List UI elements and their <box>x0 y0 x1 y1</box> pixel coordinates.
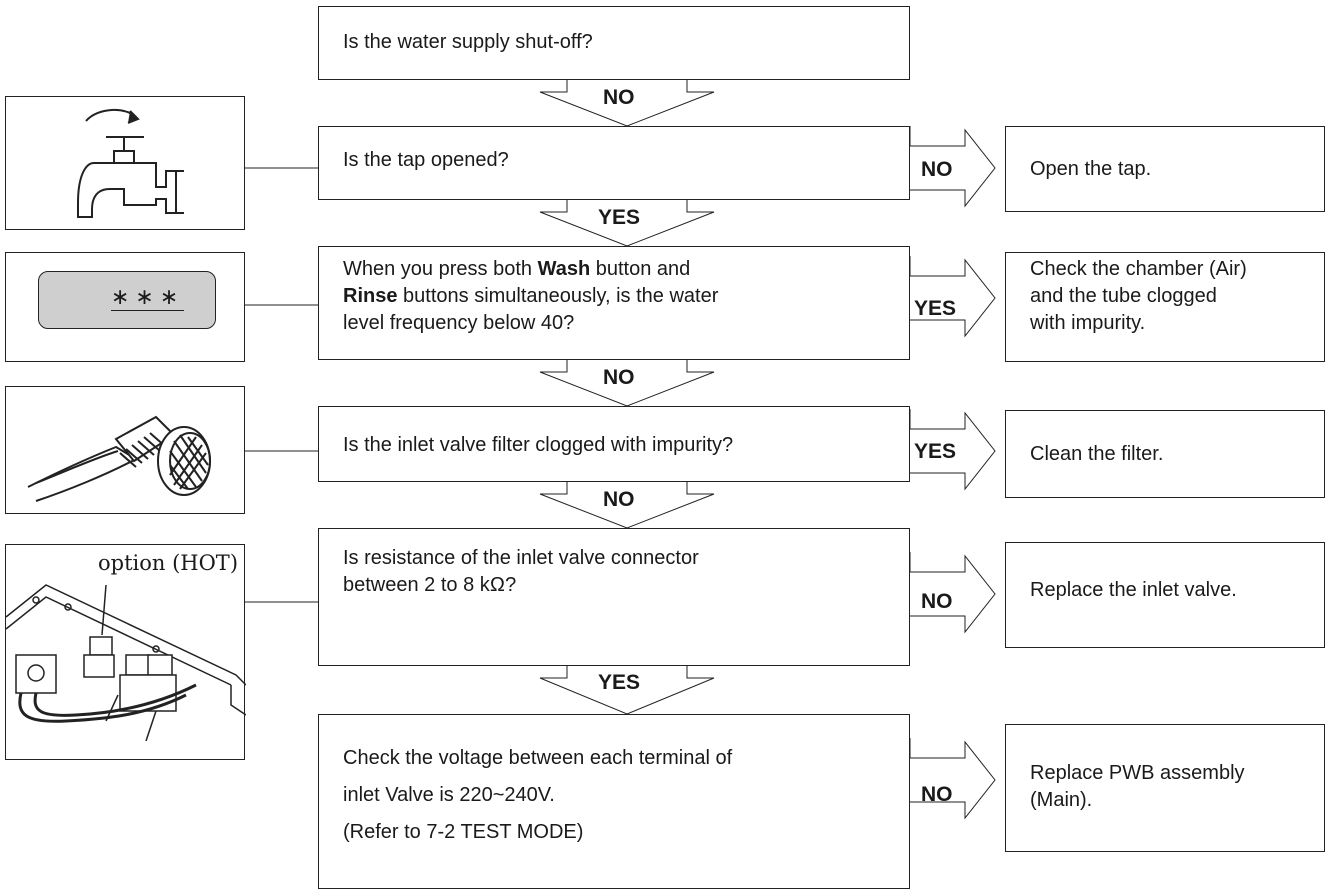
freq-text-2b: buttons simultaneously, is the water <box>397 285 719 307</box>
label-down-yes-2: YES <box>598 206 641 229</box>
action-replace-pwb: Replace PWB assembly (Main). <box>1005 724 1325 852</box>
inlet-valve-illustration: option (HOT) <box>5 544 246 760</box>
tap-illustration <box>5 96 245 230</box>
label-right-no-4: NO <box>921 590 953 613</box>
action-open-tap-text: Open the tap. <box>1030 158 1152 180</box>
valve-option-label: option (HOT) <box>98 551 239 575</box>
replace-pwb-text-2: (Main). <box>1030 789 1093 811</box>
label-down-no-4: NO <box>603 488 635 511</box>
voltage-text-1: Check the voltage between each terminal … <box>343 747 733 769</box>
faucet-icon <box>77 109 184 218</box>
step-filter-clogged-text: Is the inlet valve filter clogged with i… <box>343 434 734 456</box>
step-filter-clogged: Is the inlet valve filter clogged with i… <box>318 406 910 482</box>
rinse-button-ref: Rinse <box>343 285 398 307</box>
filter-cleaning-illustration <box>5 386 245 514</box>
action-clean-filter-text: Clean the filter. <box>1030 443 1164 465</box>
display-illustration: ∗∗∗ <box>5 252 245 362</box>
check-chamber-text-1: Check the chamber (Air) <box>1030 258 1247 280</box>
label-down-no-3: NO <box>603 366 635 389</box>
replace-pwb-text-1: Replace PWB assembly <box>1030 762 1245 784</box>
voltage-text-2: inlet Valve is 220~240V. <box>343 784 555 806</box>
check-chamber-text-3: with impurity. <box>1030 312 1146 334</box>
step-tap-opened: Is the tap opened? <box>318 126 910 200</box>
action-open-tap: Open the tap. <box>1005 126 1325 212</box>
label-right-yes-3: YES <box>914 440 957 463</box>
check-chamber-text-2: and the tube clogged <box>1030 285 1217 307</box>
label-right-no-1: NO <box>921 158 953 181</box>
step-tap-opened-text: Is the tap opened? <box>343 149 509 171</box>
step-frequency-check: When you press both Wash button and Rins… <box>318 246 910 360</box>
wash-button-ref: Wash <box>537 258 591 280</box>
freq-text-1a: When you press both <box>343 258 538 280</box>
brush-filter-icon <box>27 415 211 502</box>
step-resistance: Is resistance of the inlet valve connect… <box>318 528 910 666</box>
step-water-supply: Is the water supply shut-off? <box>318 6 910 80</box>
action-replace-valve: Replace the inlet valve. <box>1005 542 1325 648</box>
action-clean-filter: Clean the filter. <box>1005 410 1325 498</box>
label-right-yes-2: YES <box>914 297 957 320</box>
label-right-no-5: NO <box>921 783 953 806</box>
action-replace-valve-text: Replace the inlet valve. <box>1030 579 1237 601</box>
resist-text-2: between 2 to 8 kΩ? <box>343 574 517 596</box>
label-down-yes-5: YES <box>598 671 641 694</box>
voltage-text-3: (Refer to 7-2 TEST MODE) <box>343 821 584 843</box>
step-water-supply-text: Is the water supply shut-off? <box>343 31 593 53</box>
right-arrow-2 <box>909 256 996 338</box>
freq-text-1b: button and <box>590 258 691 280</box>
inlet-valve-icon <box>6 584 246 742</box>
label-down-no-1: NO <box>603 86 635 109</box>
resist-text-1: Is resistance of the inlet valve connect… <box>343 547 699 569</box>
lcd-display: ∗∗∗ <box>38 271 216 329</box>
freq-text-3: level frequency below 40? <box>343 312 575 334</box>
lcd-display-text: ∗∗∗ <box>111 285 185 311</box>
action-check-chamber: Check the chamber (Air) and the tube clo… <box>1005 252 1325 362</box>
step-voltage-check: Check the voltage between each terminal … <box>318 714 910 889</box>
